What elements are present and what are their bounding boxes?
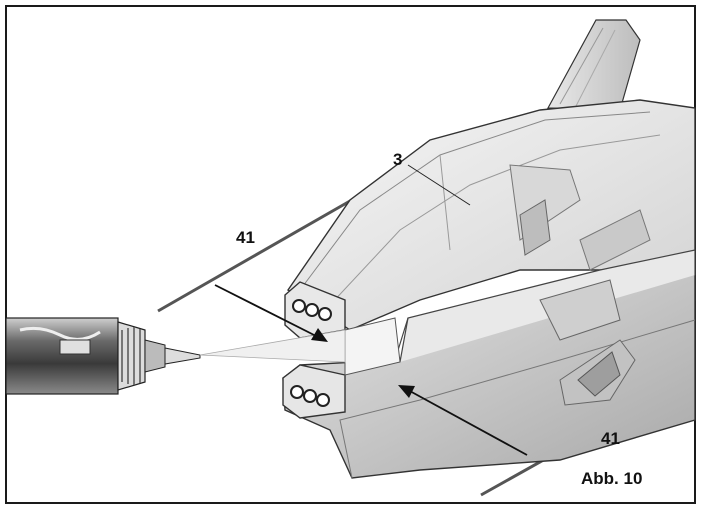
figure-caption: Abb. 10 (581, 469, 643, 488)
glue-application-beam (199, 329, 346, 363)
callout-label-part-41-top: 41 (236, 228, 255, 247)
guide-line-top (157, 195, 358, 313)
callout-label-part-3: 3 (393, 150, 403, 169)
callout-label-part-41-bottom: 41 (601, 429, 620, 448)
arrow-bottom (398, 385, 528, 456)
glue-tube (5, 317, 201, 395)
leader-line-3 (407, 164, 471, 206)
arrow-top (214, 284, 328, 342)
part-41-lower-hull (282, 249, 696, 479)
part-3-upper-deck (284, 99, 696, 339)
